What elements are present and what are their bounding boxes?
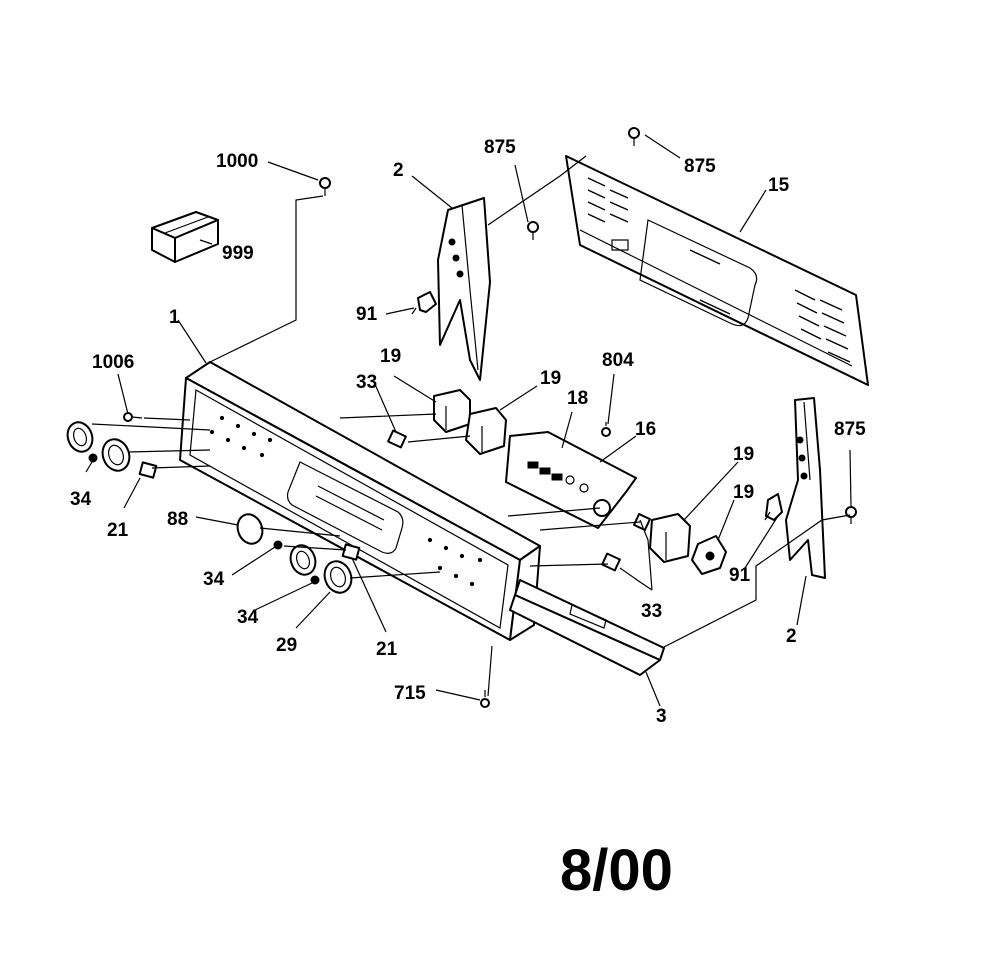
knob-29 [323,560,353,594]
trim-3 [509,579,665,676]
label-15: 15 [768,175,790,196]
label-19-a: 19 [380,346,401,367]
control-panel-1 [179,361,541,641]
label-3: 3 [656,706,667,727]
label-18: 18 [567,388,588,409]
side-bracket-2-upper [437,197,491,381]
knob-left-upper [66,421,94,453]
bushing-33-b [601,552,621,572]
knob-88 [236,513,264,545]
spring-21-center [341,543,361,561]
screw-875-right [845,506,857,524]
label-715: 715 [394,683,426,704]
washer-34-center-upper [273,540,283,550]
screw-715 [480,690,490,708]
label-2-bottom: 2 [786,626,797,647]
screw-804 [601,422,611,437]
label-88: 88 [167,509,188,530]
label-19-b: 19 [540,368,561,389]
switch-19-a [433,389,471,433]
washer-34-center-lower [310,575,320,585]
knob-left-lower [101,438,131,472]
label-21-b: 21 [376,639,398,660]
label-34-b: 34 [203,569,225,590]
label-19-d: 19 [733,482,754,503]
switch-19-c [649,513,691,563]
label-875-a: 875 [484,137,516,158]
revision-date: 8/00 [560,838,673,903]
side-bracket-2-lower [785,397,826,579]
label-1000: 1000 [216,151,258,172]
label-33-b: 33 [641,601,662,622]
label-999: 999 [222,243,254,264]
bushing-33-a [387,429,407,449]
label-29: 29 [276,635,297,656]
label-91-a: 91 [356,304,378,325]
label-2-top: 2 [393,160,404,181]
screw-875-bracket [527,221,539,240]
label-19-c: 19 [733,444,754,465]
label-16: 16 [635,419,656,440]
screw-1006 [123,412,143,422]
clip-91-upper [411,291,437,315]
clip-91-lower [764,493,783,521]
label-33-a: 33 [356,372,377,393]
label-875-c: 875 [834,419,866,440]
switch-19-b [465,407,507,455]
screw-1000 [319,177,331,196]
label-1: 1 [169,307,180,328]
label-21-a: 21 [107,520,129,541]
bushing-33-c [633,513,651,531]
label-875-b: 875 [684,156,716,177]
screw-875-top [628,127,640,146]
leader-lines [85,134,852,707]
part-number-labels: 1000 999 2 875 875 15 91 1 1006 33 19 19… [70,137,866,727]
box-999 [151,211,219,263]
spring-21-left [138,461,158,479]
label-804: 804 [602,350,634,371]
switch-19-d [691,535,727,575]
label-34-c: 34 [237,607,259,628]
clock-board-16 [505,431,637,529]
rear-panel-15 [565,155,869,386]
knob-center-upper [289,544,317,576]
washer-34-left [88,453,98,463]
label-34-a: 34 [70,489,92,510]
label-1006: 1006 [92,352,134,373]
label-91-b: 91 [729,565,751,586]
